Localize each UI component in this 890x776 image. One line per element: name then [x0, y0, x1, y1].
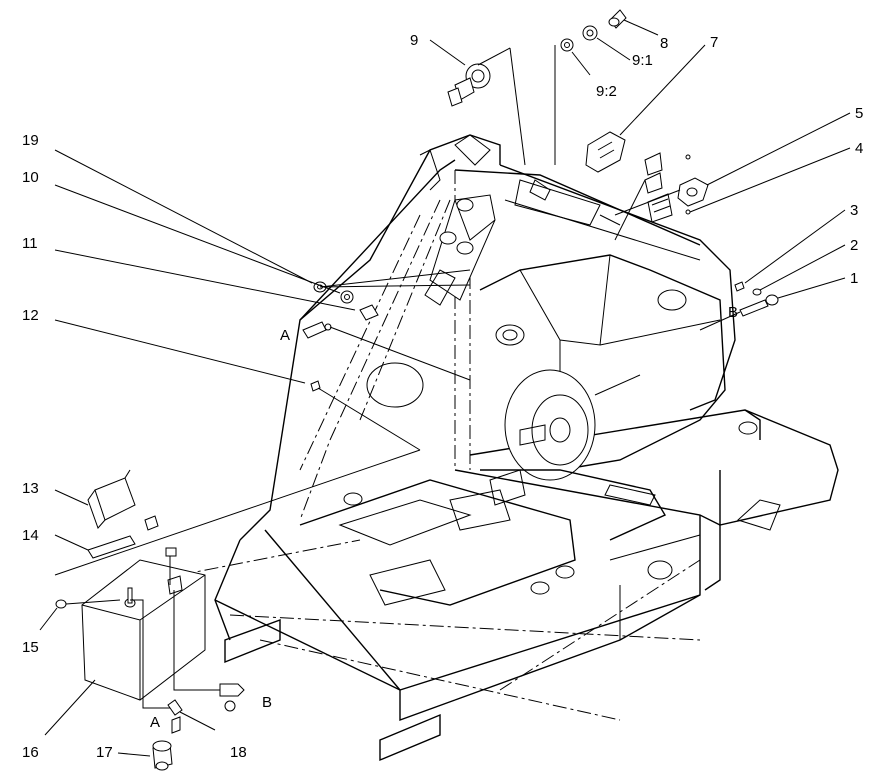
callout-11: 11	[22, 235, 38, 252]
battery-cables	[130, 547, 245, 712]
relay-part-5	[644, 152, 709, 223]
callout-3: 3	[850, 202, 858, 219]
callout-9: 9	[410, 32, 418, 49]
key-part-8	[608, 9, 627, 29]
callout-15: 15	[22, 639, 39, 656]
pad-part-14	[87, 535, 136, 559]
callout-1: 1	[850, 270, 858, 287]
wingnut-part-15	[55, 599, 67, 609]
callout-9-2: 9:2	[596, 83, 617, 100]
callout-19: 19	[22, 132, 39, 149]
sensor-part-11	[359, 304, 379, 321]
callout-13: 13	[22, 480, 39, 497]
leader-lines	[39, 19, 851, 757]
washer-part-9-2	[560, 38, 574, 52]
terminal-cover-part-17	[152, 740, 173, 771]
callout-8: 8	[660, 35, 668, 52]
callout-14: 14	[22, 527, 39, 544]
grommet-part-10	[340, 290, 354, 304]
terminal-part-a-top	[302, 321, 332, 339]
terminal-part-18	[167, 699, 183, 734]
ignition-switch-part-9	[447, 63, 491, 107]
callout-2: 2	[850, 237, 858, 254]
relay-block-part-7	[585, 131, 626, 173]
connection-label-b-bottom: B	[262, 694, 272, 711]
battery-bracket-part-13	[87, 469, 159, 531]
screws-part-4	[685, 154, 691, 215]
callout-7: 7	[710, 34, 718, 51]
connection-label-b-top: B	[728, 304, 738, 321]
callout-4: 4	[855, 140, 863, 157]
callout-18: 18	[230, 744, 247, 761]
callout-16: 16	[22, 744, 39, 761]
connection-label-a-bottom: A	[150, 714, 160, 731]
cable-connector-parts-1-3	[734, 281, 779, 317]
nut-part-9-1	[582, 25, 598, 41]
callout-12: 12	[22, 307, 39, 324]
callout-5: 5	[855, 105, 863, 122]
hydraulic-valve-block	[424, 194, 496, 306]
chassis-frame	[179, 134, 839, 762]
callout-labels: 1 2 3 4 5 7 8 9 9:1 9:2 10 11 12 13 14 1…	[22, 32, 863, 761]
bolt-part-12	[310, 380, 321, 392]
callout-10: 10	[22, 169, 39, 186]
callout-17: 17	[96, 744, 113, 761]
connection-label-a-top: A	[280, 327, 290, 344]
callout-9-1: 9:1	[632, 52, 653, 69]
